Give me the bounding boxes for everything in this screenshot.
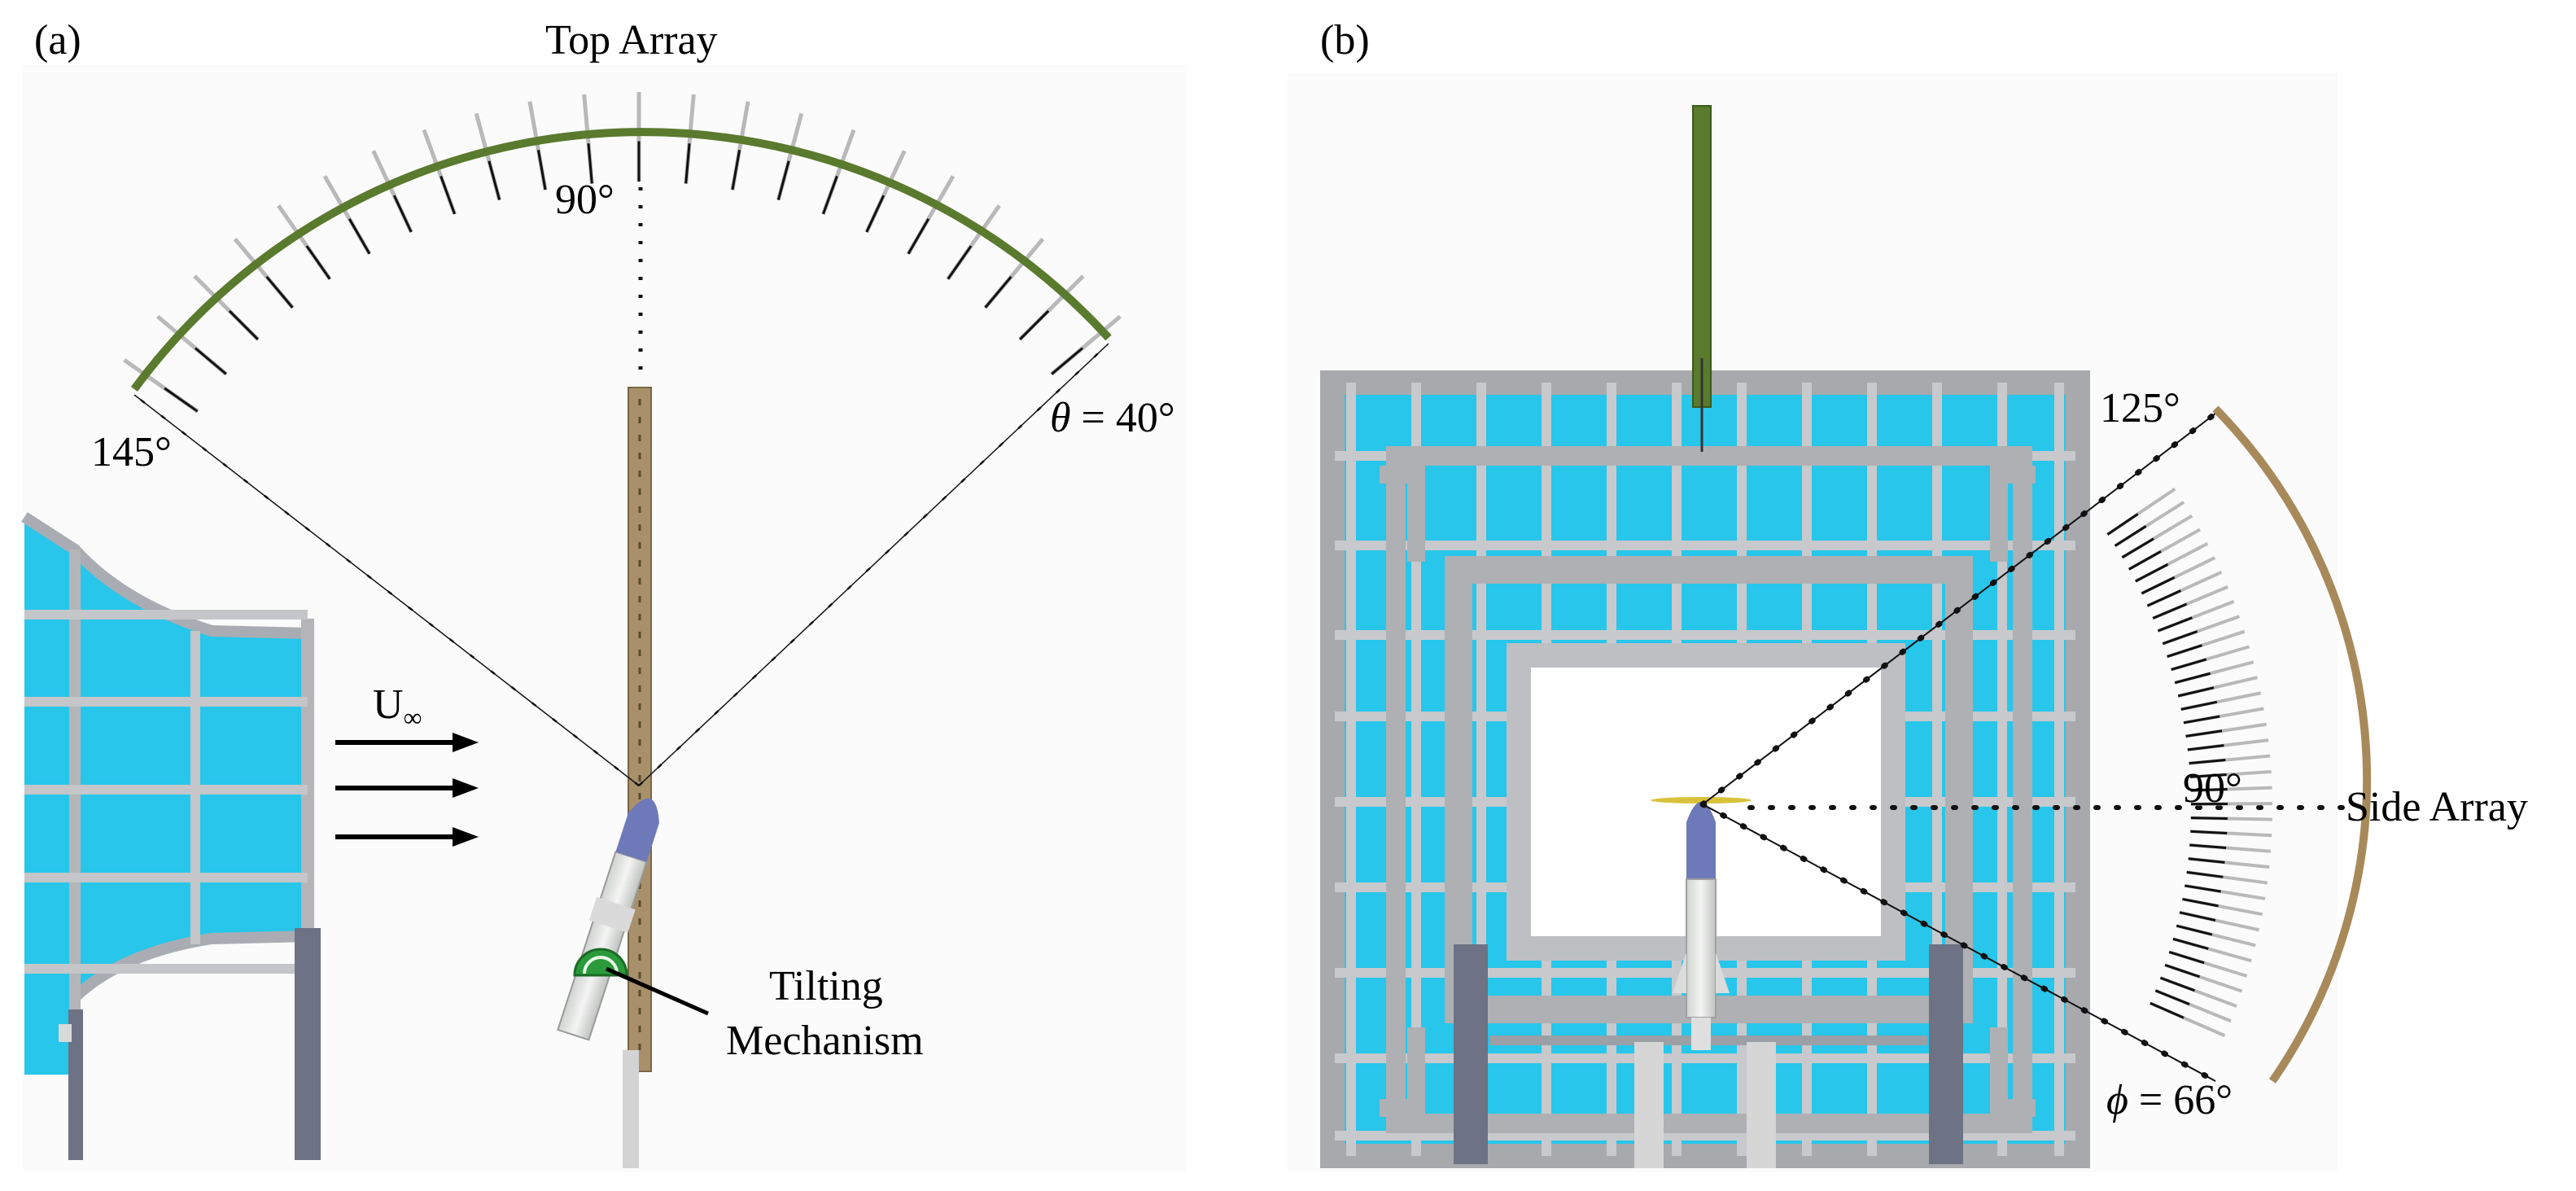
angle-label-theta: θ = 40°: [1050, 395, 1175, 441]
microphone-tip: [2135, 563, 2169, 583]
microphone-tip: [2159, 976, 2196, 992]
side-array-arc: [2212, 405, 2372, 1084]
microphone-tip: [865, 195, 886, 233]
panel-a: U∞ (a) Top Array 90° 145°: [21, 17, 1187, 1172]
flow-arrow-icon: [335, 778, 479, 798]
microphone-tip: [164, 387, 199, 413]
sting-support: [623, 1050, 639, 1168]
microphone-tip: [2183, 715, 2220, 725]
microphone-tip: [2150, 1001, 2185, 1019]
microphone-tip: [822, 175, 838, 215]
microphone-tip: [2179, 911, 2216, 922]
microphone-tip: [2152, 602, 2188, 620]
microphone-tip: [2189, 843, 2227, 849]
floor-support-left: [1634, 1042, 1664, 1168]
microphone-tip: [194, 347, 227, 375]
microphone-tip: [2188, 857, 2225, 864]
microphone-tip: [2185, 884, 2221, 893]
microphone-tip: [265, 275, 294, 309]
microphone-tip: [984, 275, 1012, 309]
rocket-model-icon: [1651, 797, 1752, 1050]
tilting-mechanism-icon: [573, 948, 710, 1016]
microphone-tip: [2189, 759, 2226, 765]
angle-label-90b: 90°: [2183, 765, 2242, 812]
angle-line-145-solid: [133, 394, 640, 786]
tilting-mechanism-label-2: Mechanism: [726, 1018, 924, 1064]
microphone-tip: [907, 218, 930, 255]
microphone-tip: [305, 245, 331, 280]
side-array-microphones: [2106, 487, 2272, 1038]
frame-inner-1: [1386, 446, 2032, 1133]
microphone-tip: [2114, 525, 2147, 547]
angle-line-125-dots: [1699, 410, 2219, 808]
microphone-tip: [2164, 963, 2201, 979]
tilting-mechanism-label-1: Tilting: [769, 963, 883, 1009]
side-array-title: Side Array: [2346, 784, 2528, 830]
microphone-tip: [440, 175, 456, 215]
microphone-tip: [587, 143, 593, 184]
top-array-title: Top Array: [545, 17, 718, 63]
microphone-tip: [776, 160, 790, 200]
microphone-tip: [2185, 729, 2223, 738]
microphone-tip: [536, 150, 547, 190]
microphone-tip: [684, 143, 691, 184]
microphone-tip: [2141, 576, 2176, 595]
microphone-tip: [2171, 658, 2207, 672]
microphone-tip: [1019, 309, 1050, 340]
microphone-tip: [731, 150, 741, 190]
microphone-tip: [2162, 630, 2198, 646]
microphone-tip: [2174, 672, 2211, 685]
microphone-tip: [488, 160, 501, 200]
microphone-tip: [228, 309, 259, 340]
microphone-tip: [2168, 950, 2205, 965]
panel-b: (b) Side Array 125° 90° ϕ = 66°: [1288, 17, 2528, 1172]
support-post-left: [1454, 944, 1488, 1164]
microphone-tip: [2190, 787, 2228, 792]
microphone-tip: [2172, 937, 2209, 950]
microphone-tip: [2167, 644, 2202, 659]
angle-label-145: 145°: [91, 429, 172, 475]
microphone-tip: [392, 195, 413, 233]
microphone-tip: [2106, 513, 2139, 536]
support-post-right: [1929, 944, 1963, 1164]
microphone-tip: [2157, 616, 2193, 633]
microphone-tip: [2180, 700, 2218, 711]
microphone-tip: [2146, 589, 2182, 607]
microphone-tip: [2190, 817, 2228, 821]
microphone-tip: [2186, 870, 2224, 878]
microphone-tip: [2176, 924, 2213, 936]
angle-label-90: 90°: [555, 177, 614, 223]
microphone-tip: [2128, 550, 2162, 571]
flow-arrow-icon: [335, 827, 479, 847]
microphone-tip: [2177, 686, 2215, 698]
freestream-velocity-label: U∞: [373, 681, 422, 732]
microphone-tip: [2190, 830, 2228, 835]
floor-support-right: [1747, 1042, 1776, 1168]
microphone-tip: [2187, 744, 2224, 751]
microphone-tip: [947, 245, 973, 280]
panel-b-tag: (b): [1320, 17, 1370, 63]
flow-arrow-icon: [335, 733, 479, 752]
flow-arrows: [335, 733, 479, 847]
top-array-arc: [130, 128, 1112, 392]
angle-line-40-solid: [638, 343, 1109, 786]
microphone-tip: [2121, 537, 2154, 559]
microphone-tip: [2154, 989, 2190, 1006]
microphone-tip: [2189, 773, 2227, 778]
microphone-tip: [348, 218, 371, 255]
angle-line-66: [1702, 803, 2216, 1082]
tunnel-nozzle: [21, 512, 321, 1160]
angle-label-125: 125°: [2100, 385, 2180, 431]
corner-brackets: [1380, 466, 2036, 1117]
rocket-model-icon: [557, 798, 659, 1041]
panel-a-tag: (a): [34, 17, 81, 63]
microphone-tip: [1051, 347, 1084, 375]
microphone-tip: [2182, 897, 2219, 908]
angle-label-phi: ϕ = 66°: [2106, 1077, 2233, 1123]
top-array-microphones: [123, 92, 1122, 414]
